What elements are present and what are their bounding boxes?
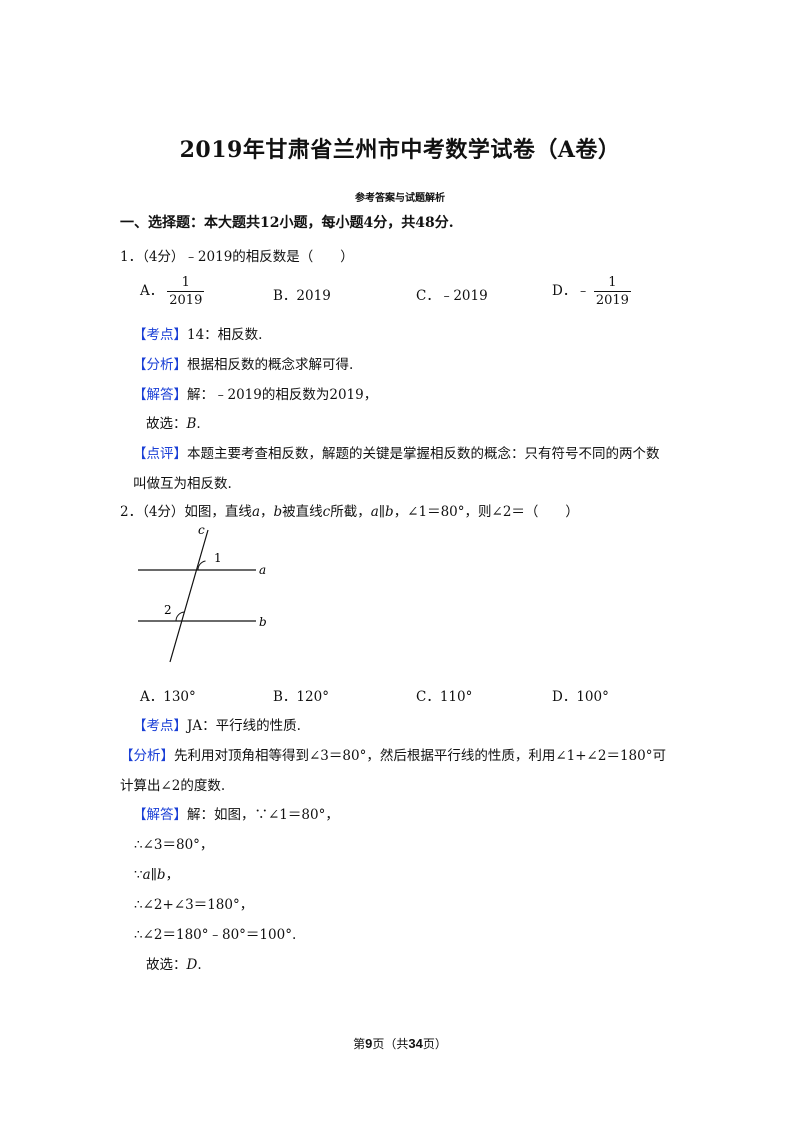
answer-suffix: . — [196, 416, 201, 432]
answer-prefix: 故选： — [146, 957, 187, 973]
kaodian-tag: 【考点】 — [133, 327, 187, 343]
fraction-denominator: 2019 — [595, 293, 629, 308]
footer-middle: 页（共 — [372, 1037, 409, 1051]
q1-option-c: C．﹣2019 — [416, 288, 488, 304]
label-2: 2 — [164, 603, 172, 617]
var-b: b — [273, 504, 283, 520]
angle-2-arc — [175, 611, 185, 622]
label-a: a — [259, 563, 266, 577]
kaodian-text: JA：平行线的性质. — [187, 718, 301, 734]
q1-option-d-fraction: 1 2019 — [593, 275, 631, 308]
q1-option-d: D．﹣ 1 2019 — [552, 276, 631, 307]
q2-option-c: C．110° — [416, 689, 473, 705]
label-1: 1 — [214, 551, 222, 565]
jieda-text: 解：如图，∵∠1＝80°， — [187, 807, 339, 823]
q1-fenxi: 【分析】根据相反数的概念求解可得. — [133, 353, 353, 373]
q1-jieda: 【解答】解：﹣2019的相反数为2019， — [133, 383, 377, 403]
q2-answer: 故选：D. — [146, 953, 202, 973]
q2-figure: c 1 2 a b — [138, 523, 267, 663]
q1-option-a-label: A． — [140, 283, 164, 299]
var-b: b — [385, 504, 394, 520]
kaodian-text: 14：相反数. — [187, 327, 263, 343]
q2-stem: 2．（4分）如图，直线a，b被直线c所截，a∥b，∠1＝80°，则∠2＝（ ） — [120, 500, 579, 520]
q1-option-d-label: D．﹣ — [552, 283, 590, 299]
var-b: b — [156, 867, 166, 883]
q1-option-a-fraction: 1 2019 — [167, 275, 205, 308]
stem-part: 所截， — [330, 504, 371, 520]
q2-fenxi-cont: 计算出∠2的度数. — [120, 778, 226, 794]
q1-dianping: 【点评】本题主要考查相反数，解题的关键是掌握相反数的概念：只有符号不同的两个数 — [133, 442, 660, 462]
q2-fenxi: 【分析】先利用对顶角相等得到∠3＝80°，然后根据平行线的性质，利用∠1+∠2＝… — [120, 744, 666, 764]
answer-suffix: . — [197, 957, 202, 973]
line-c — [169, 529, 209, 663]
page-title: 2019年甘肃省兰州市中考数学试卷（A卷） — [179, 137, 621, 163]
var-a: a — [251, 504, 260, 520]
q2-option-d: D．100° — [552, 689, 609, 705]
jieda-tag: 【解答】 — [133, 807, 187, 823]
fraction-denominator: 2019 — [169, 293, 203, 308]
footer-prefix: 第 — [353, 1037, 366, 1051]
page-number: 9 — [365, 1036, 373, 1051]
answer-letter: B — [186, 416, 197, 432]
fraction-bar — [593, 291, 631, 292]
fraction-numerator: 1 — [608, 275, 617, 290]
q2-option-b: B．120° — [273, 689, 329, 705]
jieda-tag: 【解答】 — [133, 387, 187, 403]
var-a: a — [370, 504, 379, 520]
footer-suffix: 页） — [422, 1037, 447, 1051]
page-footer: 第9页（共34页） — [0, 1035, 800, 1052]
dianping-tag: 【点评】 — [133, 446, 187, 462]
fraction-bar — [167, 291, 205, 292]
q2-step-4: ∴∠2＝180°﹣80°＝100°. — [134, 927, 297, 943]
q1-kaodian: 【考点】14：相反数. — [133, 323, 262, 343]
stem-part: ， — [260, 504, 274, 520]
q1-stem: 1．（4分）﹣2019的相反数是（ ） — [120, 249, 354, 265]
total-pages: 34 — [408, 1036, 423, 1051]
stem-part: 被直线 — [282, 504, 323, 520]
stem-part: 2．（4分）如图，直线 — [120, 504, 252, 520]
parallel-symbol: ∥ — [150, 867, 157, 883]
jieda-text: 解：﹣2019的相反数为2019， — [187, 387, 378, 403]
q1-option-b: B．2019 — [273, 288, 331, 304]
q2-step-3: ∴∠2+∠3＝180°， — [134, 897, 254, 913]
page-subtitle: 参考答案与试题解析 — [355, 193, 445, 204]
fenxi-tag: 【分析】 — [120, 748, 174, 764]
fenxi-text: 根据相反数的概念求解可得. — [187, 357, 354, 373]
step-suffix: ， — [165, 867, 180, 883]
kaodian-tag: 【考点】 — [133, 718, 187, 734]
label-c: c — [198, 523, 205, 537]
q2-step-1: ∴∠3＝80°， — [134, 837, 214, 853]
fenxi-text: 先利用对顶角相等得到∠3＝80°，然后根据平行线的性质，利用∠1+∠2＝180°… — [174, 748, 666, 764]
q2-kaodian: 【考点】JA：平行线的性质. — [133, 714, 301, 734]
q2-jieda: 【解答】解：如图，∵∠1＝80°， — [133, 803, 339, 823]
fenxi-tag: 【分析】 — [133, 357, 187, 373]
dianping-text: 本题主要考查相反数，解题的关键是掌握相反数的概念：只有符号不同的两个数 — [187, 446, 660, 462]
q2-step-2: ∵a∥b， — [134, 863, 179, 883]
fraction-numerator: 1 — [181, 275, 190, 290]
q2-option-a: A．130° — [140, 689, 196, 705]
step-prefix: ∵ — [134, 867, 143, 883]
stem-part: ，∠1＝80°，则∠2＝（ ） — [393, 504, 579, 520]
var-c: c — [322, 504, 331, 520]
var-a: a — [142, 867, 151, 883]
answer-prefix: 故选： — [146, 416, 187, 432]
angle-1-arc — [197, 560, 206, 571]
section-heading: 一、选择题：本大题共12小题，每小题4分，共48分. — [120, 215, 454, 231]
q1-option-a: A． 1 2019 — [140, 275, 205, 308]
q1-dianping-cont: 叫做互为相反数. — [133, 476, 232, 492]
q1-answer: 故选：B. — [146, 412, 201, 432]
label-b: b — [259, 615, 267, 629]
parallel-symbol: ∥ — [378, 504, 386, 520]
answer-letter: D — [186, 957, 198, 973]
